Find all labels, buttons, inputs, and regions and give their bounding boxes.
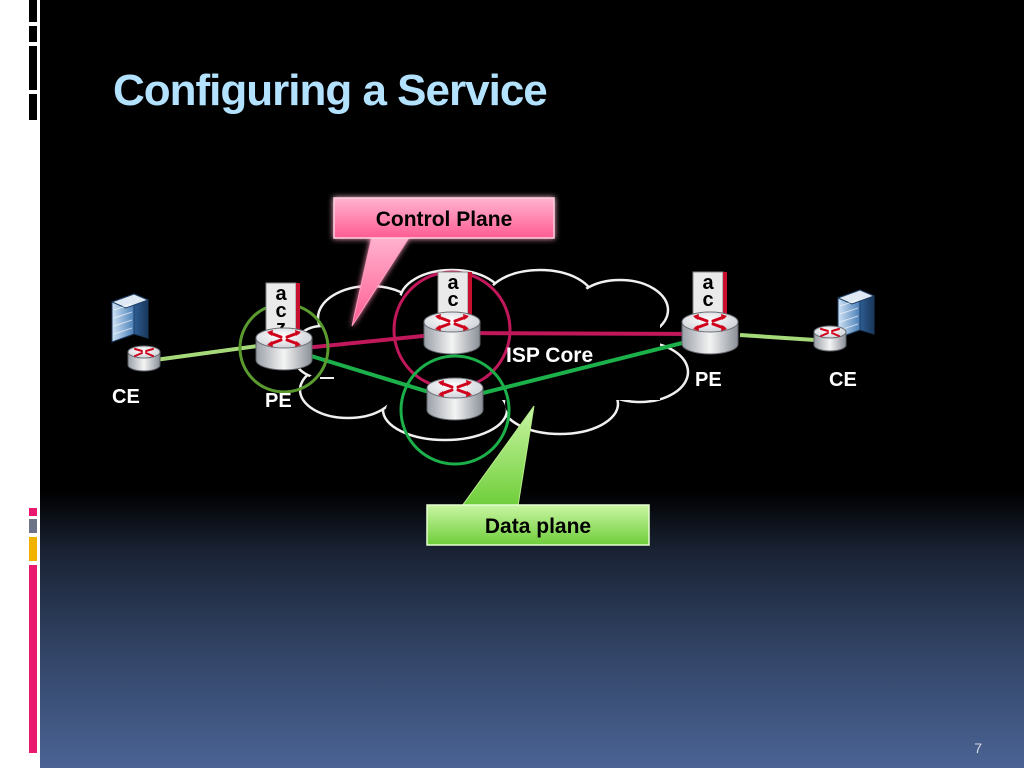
pe-right-router-icon xyxy=(680,310,740,356)
access-link-right xyxy=(739,333,816,342)
control-plane-label: Control Plane xyxy=(376,208,513,231)
svg-text:c: c xyxy=(702,289,713,311)
svg-text:c: c xyxy=(275,300,286,322)
ce-right-label: CE xyxy=(829,369,857,391)
ce-left-label: CE xyxy=(112,386,140,408)
svg-text:a: a xyxy=(447,272,459,294)
svg-text:c: c xyxy=(447,289,458,311)
svg-text:a: a xyxy=(702,272,714,294)
data-highlight xyxy=(399,354,511,466)
slide-title: Configuring a Service xyxy=(113,66,548,115)
isp-core-label: ISP Core xyxy=(506,344,593,367)
svg-text:a: a xyxy=(275,283,287,305)
left-white-strip xyxy=(0,0,40,768)
control-plane-callout xyxy=(333,197,555,327)
page-number: 7 xyxy=(974,740,982,756)
core-router-top-icon xyxy=(422,310,482,356)
data-plane-label: Data plane xyxy=(485,515,591,538)
pe-left-label: PE xyxy=(265,390,292,412)
ce-right-router-icon xyxy=(813,325,847,352)
core-router-bottom-icon xyxy=(425,376,485,422)
pe-right-label: PE xyxy=(695,369,722,391)
pe-left-router-icon xyxy=(254,326,314,372)
ce-left-site xyxy=(111,293,161,372)
ce-right-site xyxy=(813,289,875,352)
ce-left-router-icon xyxy=(127,345,161,372)
data-plane-callout xyxy=(426,405,650,546)
accent-bar xyxy=(29,0,37,768)
